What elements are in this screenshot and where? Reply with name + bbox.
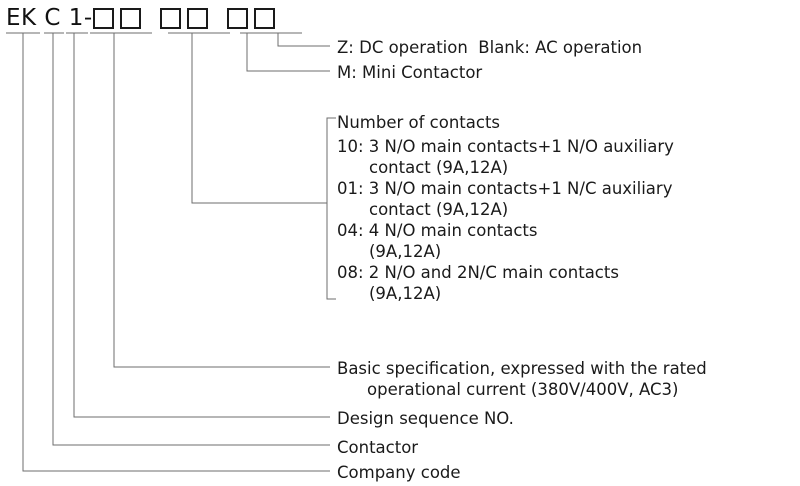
contact-option-10-line2: contact (9A,12A) [369,158,509,177]
code-box-1 [92,8,114,29]
contact-option-04-line1: 04: 4 N/O main contacts [337,221,538,240]
contact-option-08-line1: 08: 2 N/O and 2N/C main contacts [337,263,619,282]
contact-option-04-line2: (9A,12A) [369,242,442,261]
suffix-boxes [226,4,275,29]
label-contactor: Contactor [337,438,419,457]
leader-m-mini [246,33,330,72]
label-z-operation: Z: DC operation Blank: AC operation [337,38,643,57]
contact-option-10-line1: 10: 3 N/O main contacts+1 N/O auxiliary [337,137,674,156]
contact-option-01-line1: 01: 3 N/O main contacts+1 N/C auxiliary [337,179,673,198]
code-box-5 [226,8,248,29]
contacts-option-list: 10: 3 N/O main contacts+1 N/O auxiliary … [337,136,674,304]
leader-z-operation [277,33,330,47]
label-mini-contactor: M: Mini Contactor [337,63,483,82]
contact-option-01-line2: contact (9A,12A) [369,200,509,219]
label-design-sequence: Design sequence NO. [337,409,514,428]
leader-basic-spec [113,33,330,368]
contacts-bracket [326,117,336,300]
basic-spec-boxes [92,4,141,29]
code-box-3 [159,8,181,29]
contact-option-08-line2: (9A,12A) [369,284,442,303]
label-basic-spec-line1: Basic specification, expressed with the … [337,359,707,378]
leader-design-sequence [73,33,330,418]
label-number-of-contacts: Number of contacts [337,113,501,132]
product-code-row: EK C 1- [6,4,275,34]
code-prefix-text: EK C 1- [6,5,93,31]
leader-number-of-contacts [191,33,327,204]
contacts-boxes [159,4,208,29]
code-box-2 [119,8,141,29]
label-basic-spec-line2: operational current (380V/400V, AC3) [367,380,679,399]
label-company-code: Company code [337,463,461,482]
code-box-6 [253,8,275,29]
leader-contactor [52,33,330,446]
leader-company-code [22,33,330,472]
code-box-4 [186,8,208,29]
